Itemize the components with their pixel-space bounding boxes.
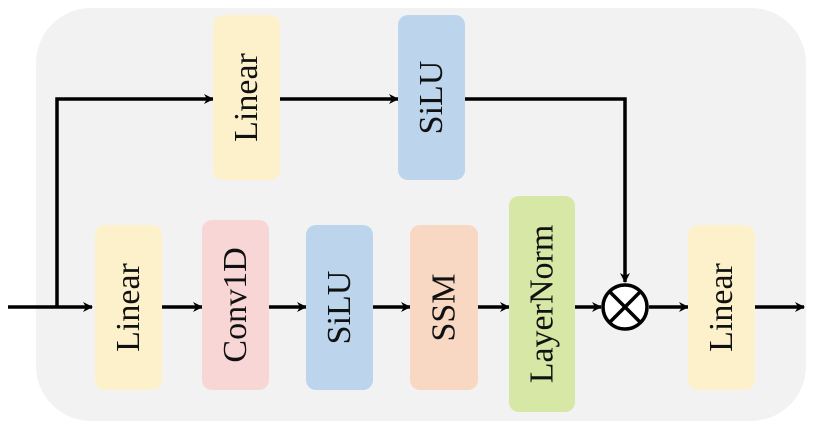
- block-ssm-label: SSM: [426, 273, 463, 341]
- block-top-linear: Linear: [213, 15, 280, 180]
- block-linear-in: Linear: [95, 225, 162, 390]
- block-top-silu: SiLU: [398, 15, 465, 180]
- block-linear-in-label: Linear: [110, 262, 147, 351]
- branch-arrow-to-top-linear: [55, 94, 214, 307]
- block-silu-label: SiLU: [321, 271, 358, 345]
- block-top-linear-label: Linear: [228, 52, 265, 141]
- block-conv1d: Conv1D: [202, 220, 269, 390]
- block-linear-out: Linear: [688, 225, 755, 390]
- multiply-node: ⊗: [601, 283, 649, 331]
- block-silu: SiLU: [306, 225, 373, 390]
- block-layernorm-label: LayerNorm: [524, 225, 561, 384]
- block-ssm: SSM: [410, 225, 478, 390]
- connectors: [8, 94, 805, 312]
- block-linear-out-label: Linear: [703, 262, 740, 351]
- arrow-top-silu-to-multiply: [465, 97, 630, 283]
- block-top-silu-label: SiLU: [413, 61, 450, 135]
- block-layernorm: LayerNorm: [509, 196, 575, 412]
- block-conv1d-label: Conv1D: [217, 247, 254, 362]
